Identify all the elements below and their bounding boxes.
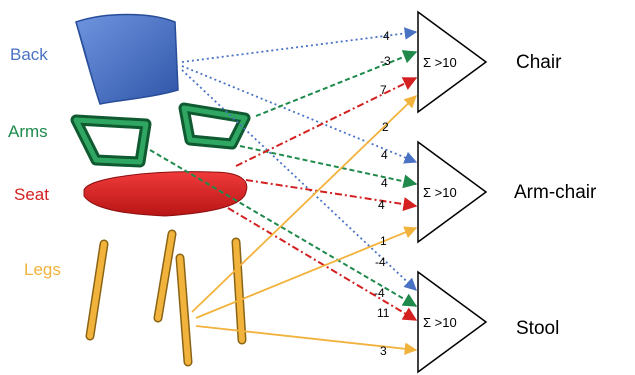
unit-stool-sum: Σ >10 [423, 315, 457, 330]
unit-chair-sum: Σ >10 [423, 55, 457, 70]
weight-legs-armchair: 1 [380, 234, 387, 248]
unit-armchair-sum: Σ >10 [423, 185, 457, 200]
chair-seat-image [83, 171, 248, 217]
unit-stool: Σ >10 [417, 270, 488, 374]
weight-back-chair: 4 [383, 29, 390, 43]
weight-back-stool: -4 [375, 255, 386, 269]
chair-arm-left-image [70, 114, 152, 168]
unit-armchair: Σ >10 [417, 140, 488, 244]
edge-seat-stool [227, 207, 418, 321]
weight-seat-chair: 7 [380, 83, 387, 97]
edge-arms-chair [255, 50, 418, 117]
weight-legs-stool: 3 [380, 344, 387, 358]
weight-arms-stool: -4 [374, 286, 385, 300]
edge-arms-stool [149, 149, 418, 307]
class-label-armchair: Arm-chair [514, 182, 597, 203]
edge-back-stool [181, 69, 417, 291]
weight-seat-stool: 11 [377, 306, 390, 320]
chair-arm-right-image [178, 102, 251, 150]
chair-legs-image [85, 229, 247, 367]
weight-arms-armchair: 4 [381, 176, 388, 190]
weight-arms-chair: -3 [380, 54, 391, 68]
unit-chair: Σ >10 [417, 10, 488, 114]
edge-back-chair [181, 27, 418, 63]
edge-arms-armchair [239, 145, 418, 189]
edge-legs-stool [195, 325, 418, 356]
weight-back-armchair: 4 [381, 148, 388, 162]
edge-seat-chair [235, 77, 418, 167]
class-label-stool: Stool [516, 318, 559, 339]
class-label-chair: Chair [516, 52, 562, 73]
edge-seat-armchair [245, 179, 418, 212]
edge-legs-armchair [195, 226, 418, 319]
part-label-back: Back [10, 45, 48, 64]
edge-legs-chair [191, 95, 417, 313]
edge-back-armchair [181, 65, 418, 164]
weight-seat-armchair: 4 [378, 198, 385, 212]
weight-legs-chair: 2 [382, 120, 389, 134]
part-label-arms: Arms [8, 122, 48, 141]
chair-back-image [75, 13, 179, 105]
part-label-legs: Legs [24, 260, 61, 279]
part-label-seat: Seat [14, 185, 49, 204]
